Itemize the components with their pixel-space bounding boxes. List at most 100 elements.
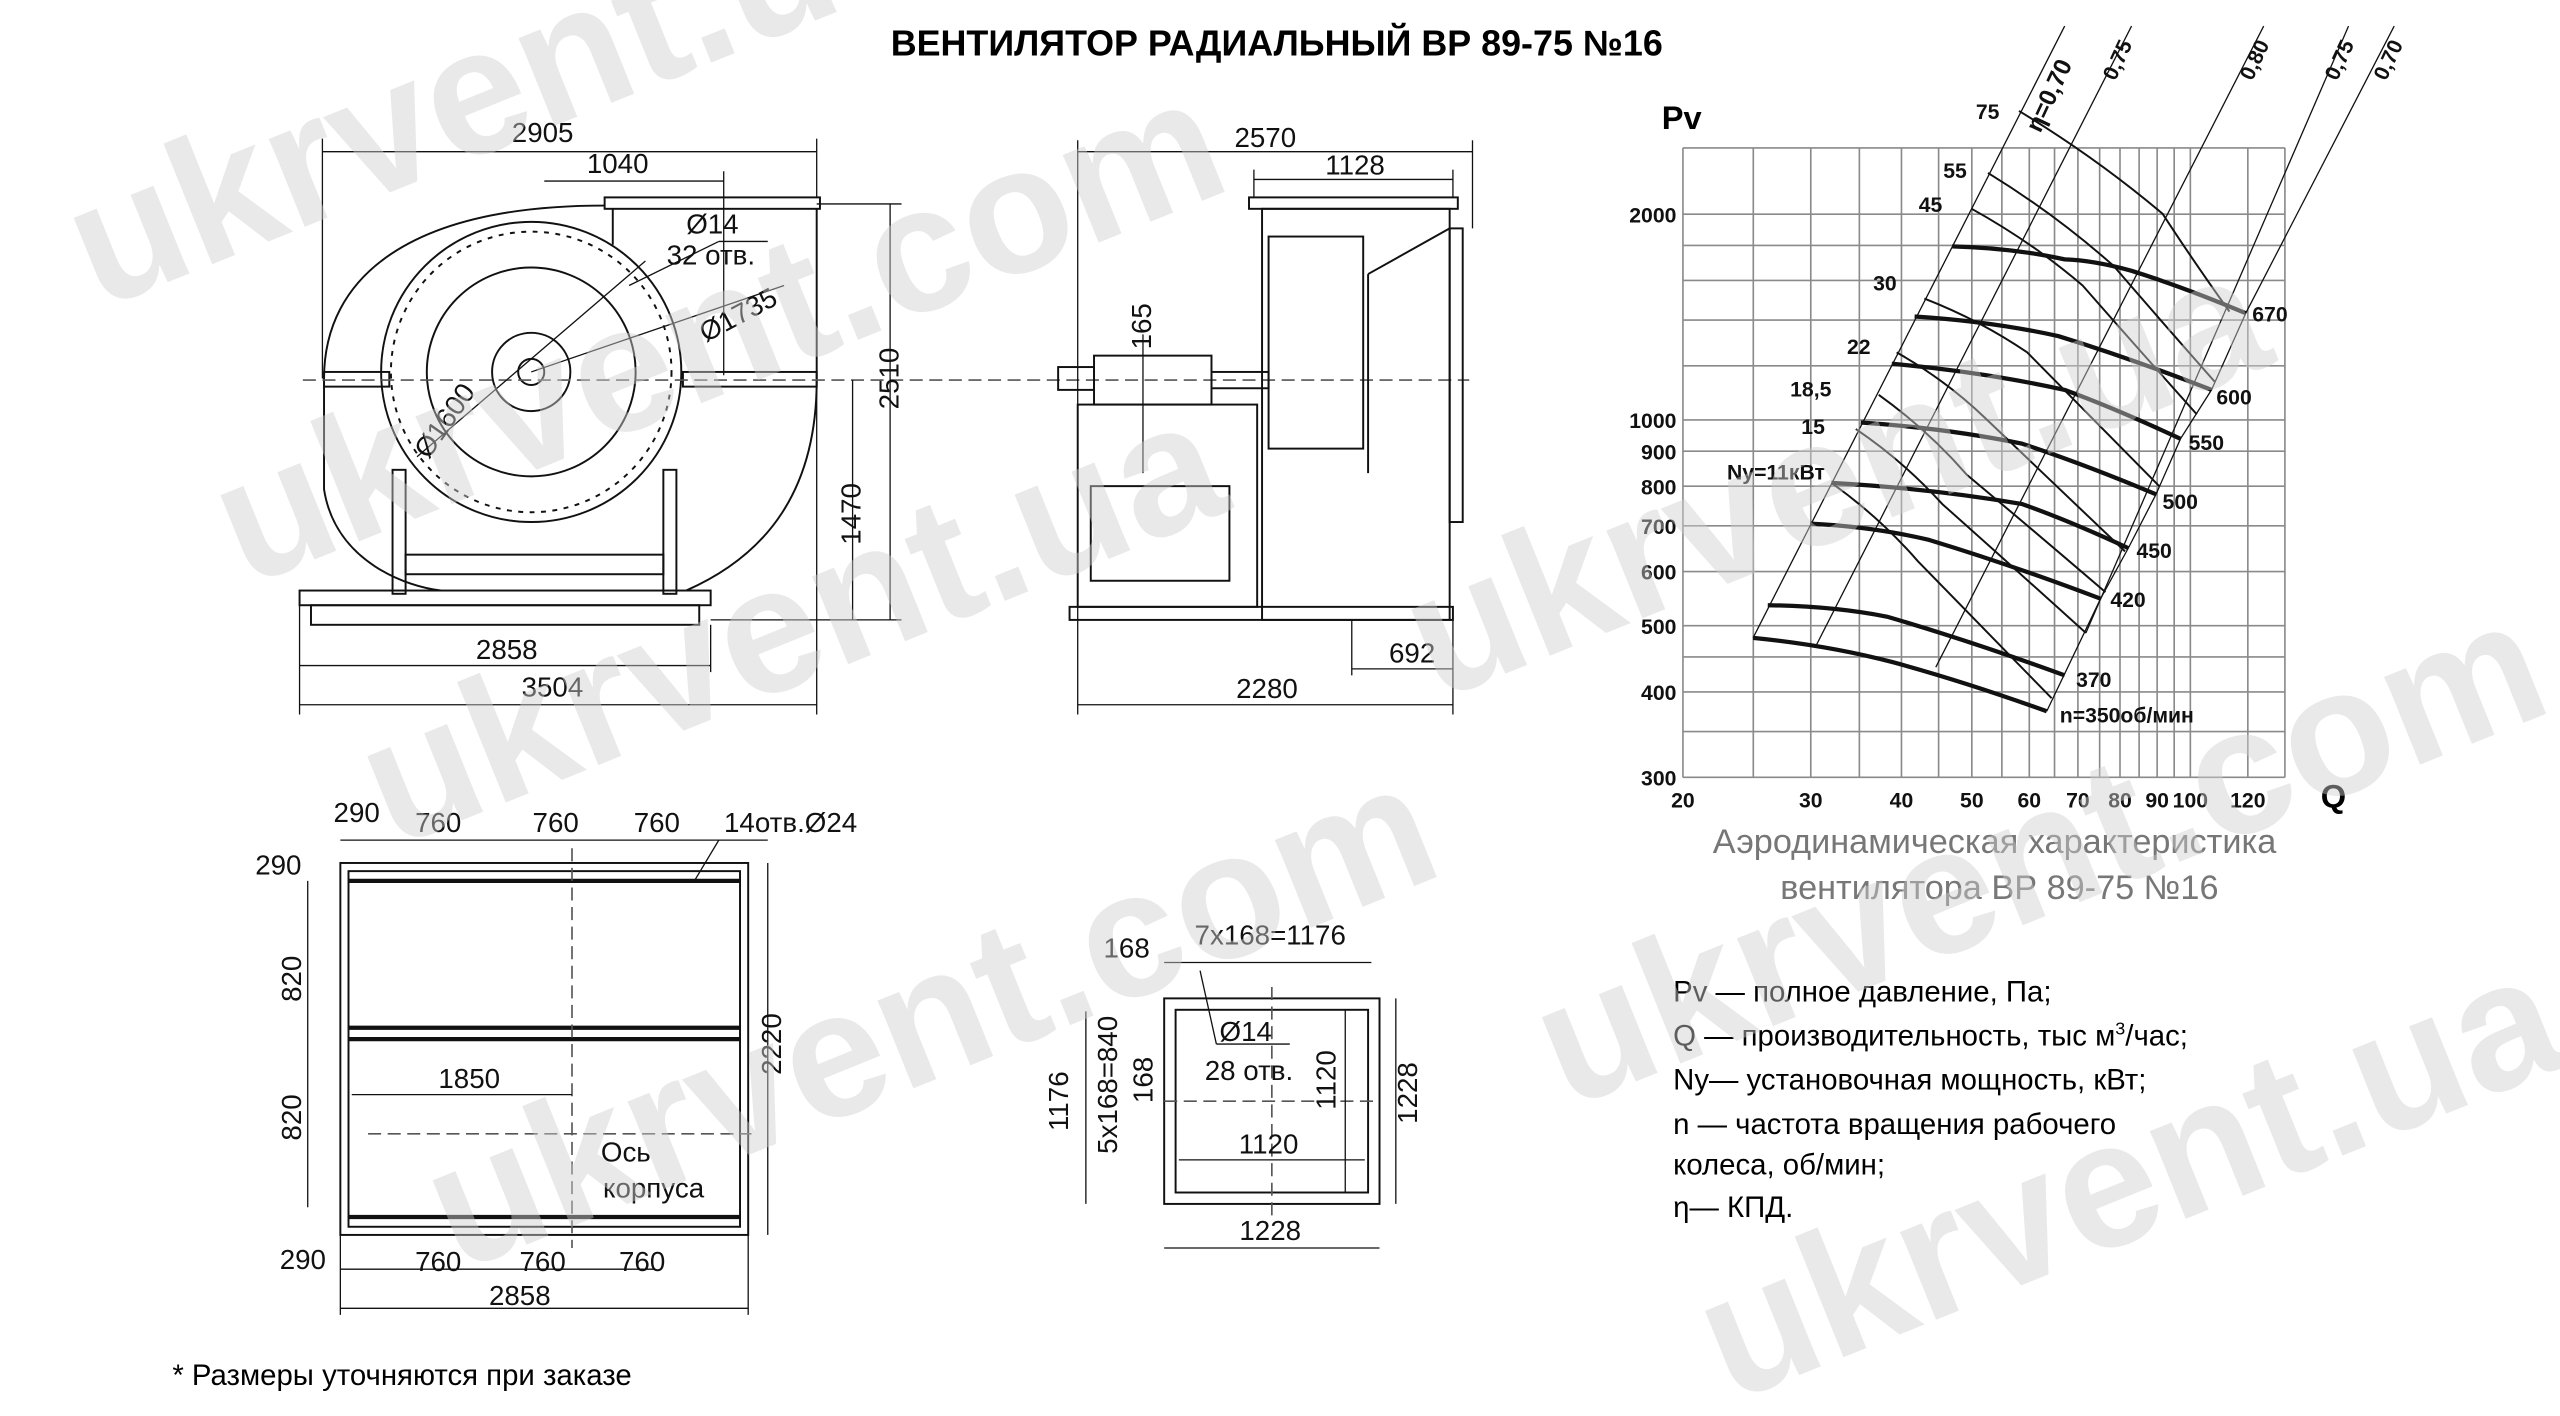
y-tick-label: 600 (1641, 562, 1676, 585)
legend-n: n — частота вращения рабочего (1673, 1108, 2116, 1141)
x-tick-label: 40 (1890, 790, 1914, 813)
dim-692: 692 (1389, 637, 1435, 668)
speed-label: n=350об/мин (2060, 705, 2194, 728)
dim-1228-h: 1228 (1239, 1215, 1301, 1246)
hole-count-label: 28 отв. (1205, 1055, 1293, 1086)
power-label: 45 (1919, 194, 1943, 217)
dim-760: 760 (520, 1246, 566, 1277)
dim-760: 760 (634, 807, 680, 838)
dim-168: 168 (1104, 933, 1150, 964)
dim-2858: 2858 (476, 634, 538, 665)
dim-2570: 2570 (1234, 122, 1296, 153)
power-curve (1878, 393, 2107, 593)
watermark: ukrvent.ua (1376, 212, 2293, 738)
hub (491, 331, 572, 413)
dim-2858-plan: 2858 (489, 1280, 551, 1311)
y-tick-label: 800 (1641, 476, 1676, 499)
legend-eta: η— КПД. (1673, 1191, 1793, 1224)
dim-290-top: 290 (334, 797, 380, 828)
speed-label: 550 (2189, 432, 2224, 455)
x-tick-label: 80 (2108, 790, 2132, 813)
legend-ny: Ny— установочная мощность, кВт; (1673, 1064, 2146, 1097)
power-curve (1971, 207, 2198, 416)
x-tick-label: 90 (2145, 790, 2169, 813)
power-label: 22 (1847, 336, 1871, 359)
speed-curve (1952, 244, 2247, 316)
page-title: ВЕНТИЛЯТОР РАДИАЛЬНЫЙ ВР 89-75 №16 (891, 23, 1663, 63)
efficiency-label: 0,80 (2236, 37, 2274, 84)
dim-290-bottom: 290 (280, 1244, 326, 1275)
dim-168-v: 168 (1128, 1057, 1159, 1103)
dim-760: 760 (415, 1246, 461, 1277)
speed-curve (1860, 420, 2157, 497)
support-right (662, 468, 678, 595)
y-tick-label: 400 (1641, 682, 1676, 705)
dim-2510: 2510 (873, 348, 904, 410)
speed-label: 370 (2076, 669, 2111, 692)
chart-caption: Аэродинамическая характеристика (1713, 823, 2278, 861)
x-tick-label: 120 (2230, 790, 2265, 813)
x-tick-label: 70 (2066, 790, 2090, 813)
dim-2280: 2280 (1236, 673, 1298, 704)
hole-count-label: 32 отв. (667, 239, 755, 270)
efficiency-label: 0,75 (2099, 36, 2137, 83)
dim-7x168: 7x168=1176 (1195, 920, 1346, 951)
dim-1228-v: 1228 (1392, 1062, 1423, 1124)
efficiency-line (1752, 25, 2066, 639)
dim-760: 760 (619, 1246, 665, 1277)
efficiency-label: 0,75 (2321, 36, 2359, 83)
y-tick-label: 700 (1641, 516, 1676, 539)
efficiency-line (1816, 25, 2133, 645)
legend-pv: Pv — полное давление, Па; (1673, 976, 2051, 1009)
speed-curve (1752, 635, 2048, 714)
power-label: 75 (1976, 101, 2000, 124)
dim-165: 165 (1126, 303, 1157, 349)
efficiency-label: 0,70 (2370, 37, 2408, 84)
dim-290-left: 290 (255, 849, 301, 880)
y-tick-label: 300 (1641, 767, 1676, 790)
speed-curve (1891, 361, 2182, 441)
power-curve (2018, 110, 2231, 313)
dim-760: 760 (533, 807, 579, 838)
speed-label: 500 (2163, 491, 2198, 514)
dim-1120-v: 1120 (1310, 1050, 1341, 1110)
dim-1120-h: 1120 (1239, 1128, 1299, 1159)
axis-label: Ось (601, 1137, 651, 1168)
power-curve (1896, 351, 2126, 553)
y-tick-label: 2000 (1629, 204, 1676, 227)
x-tick-label: 50 (1960, 790, 1984, 813)
power-label: Ny=11кВт (1727, 462, 1825, 485)
axis-label: корпуса (603, 1172, 705, 1203)
speed-curve (1767, 603, 2066, 678)
inlet-plate (1448, 227, 1464, 524)
hole-dia-label: Ø14 (1220, 1016, 1272, 1047)
efficiency-line (2245, 25, 2395, 314)
inlet-circle (425, 266, 637, 478)
x-tick-label: 20 (1671, 790, 1695, 813)
x-tick-label: 30 (1799, 790, 1823, 813)
efficiency-line (2085, 25, 2350, 634)
power-label: 30 (1873, 272, 1897, 295)
footnote: * Размеры уточняются при заказе (172, 1359, 631, 1392)
y-tick-label: 900 (1641, 441, 1676, 464)
dim-1128: 1128 (1325, 150, 1385, 181)
side-base (1068, 605, 1454, 621)
speed-label: 420 (2110, 589, 2145, 612)
outlet-flange (603, 196, 821, 210)
dim-1176: 1176 (1043, 1071, 1074, 1131)
speed-label: 450 (2136, 540, 2171, 563)
y-axis-label: Pv (1662, 99, 1702, 136)
dim-2220: 2220 (756, 1013, 787, 1075)
shaft-end (1057, 366, 1096, 391)
plan-view: 290 760 760 760 14отв.Ø24 290 820 820 22… (255, 797, 857, 1315)
y-tick-label: 1000 (1629, 410, 1676, 433)
legend: Pv — полное давление, Па; Q — производит… (1673, 976, 2188, 1224)
dim-1040: 1040 (587, 148, 649, 179)
y-tick-label: 500 (1641, 616, 1676, 639)
x-axis-label: Q (2321, 778, 2346, 815)
speed-curve (1831, 480, 2130, 551)
volute-outline (323, 204, 605, 592)
speed-curve (1914, 314, 2213, 392)
volute-lower (685, 380, 818, 592)
